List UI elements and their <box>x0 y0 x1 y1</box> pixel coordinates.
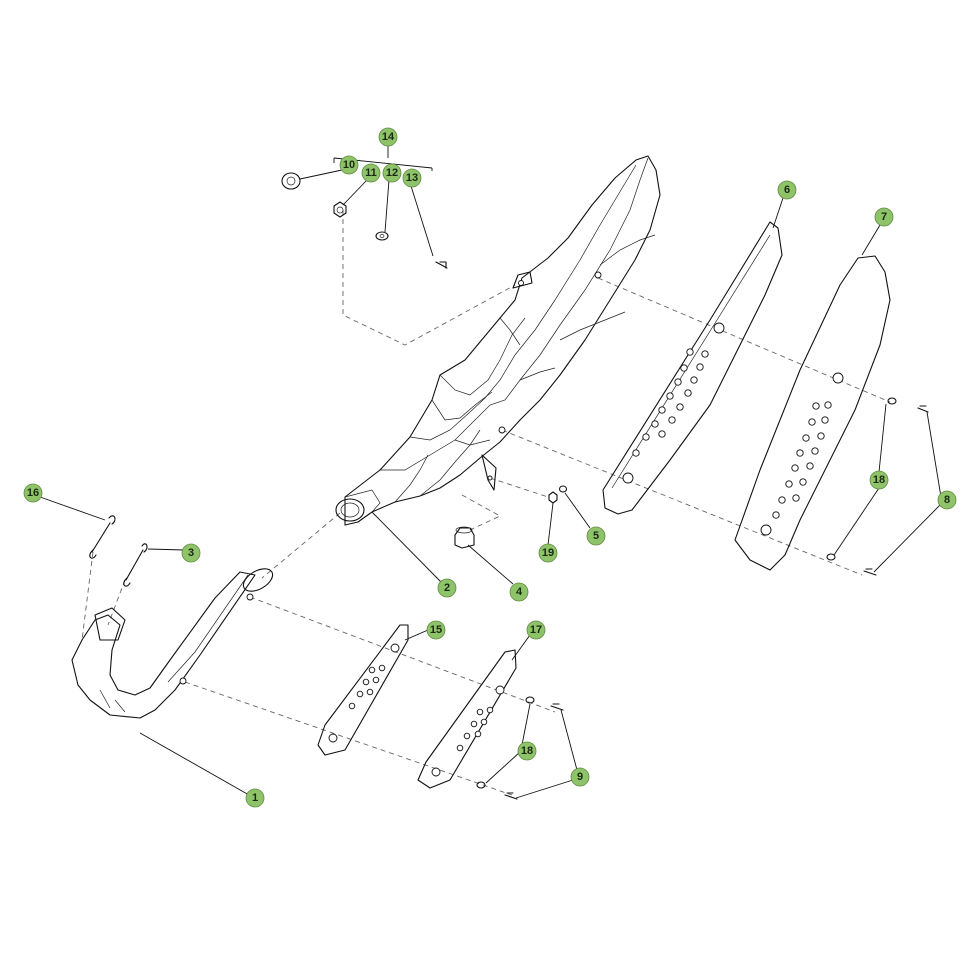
rubber-mount <box>454 526 475 549</box>
spring-3 <box>123 543 148 587</box>
svg-text:8: 8 <box>944 494 950 506</box>
callout-4[interactable]: 4 <box>509 582 529 602</box>
callout-18-top[interactable]: 18 <box>869 470 889 490</box>
muffler <box>335 155 661 526</box>
svg-text:18: 18 <box>873 474 885 486</box>
callout-13[interactable]: 13 <box>402 168 422 188</box>
svg-text:5: 5 <box>593 530 599 542</box>
svg-text:2: 2 <box>444 582 450 594</box>
svg-text:7: 7 <box>881 211 887 223</box>
callout-12[interactable]: 12 <box>382 163 402 183</box>
callout-1[interactable]: 1 <box>245 788 265 808</box>
svg-text:12: 12 <box>386 167 398 179</box>
leader-lines <box>39 137 942 799</box>
header-pipe <box>71 568 274 719</box>
assembly-lines <box>81 210 891 796</box>
svg-text:18: 18 <box>521 745 533 757</box>
spring-16 <box>89 515 116 559</box>
callout-3[interactable]: 3 <box>181 543 201 563</box>
svg-text:19: 19 <box>542 547 554 559</box>
callout-6[interactable]: 6 <box>777 180 797 200</box>
heat-shield-17 <box>417 649 517 789</box>
svg-text:10: 10 <box>343 159 355 171</box>
callout-17[interactable]: 17 <box>526 620 546 640</box>
callout-14[interactable]: 14 <box>378 127 398 147</box>
svg-text:1: 1 <box>252 792 258 804</box>
svg-text:6: 6 <box>784 184 790 196</box>
hardware <box>281 172 929 800</box>
callout-5[interactable]: 5 <box>586 526 606 546</box>
svg-text:17: 17 <box>530 624 542 636</box>
callout-11[interactable]: 11 <box>361 163 381 183</box>
svg-text:14: 14 <box>382 131 395 143</box>
svg-text:3: 3 <box>188 547 194 559</box>
heat-shield-7 <box>734 255 891 571</box>
svg-text:15: 15 <box>430 624 442 636</box>
heat-shield-15 <box>317 624 409 756</box>
heat-shield-6 <box>602 221 783 515</box>
callout-16[interactable]: 16 <box>23 483 43 503</box>
callout-18-bottom[interactable]: 18 <box>517 741 537 761</box>
svg-text:13: 13 <box>406 172 418 184</box>
svg-text:16: 16 <box>27 487 39 499</box>
callout-9[interactable]: 9 <box>570 767 590 787</box>
callout-19[interactable]: 19 <box>538 543 558 563</box>
svg-text:4: 4 <box>516 586 523 598</box>
callout-8[interactable]: 8 <box>937 490 957 510</box>
svg-text:11: 11 <box>365 167 377 179</box>
callout-2[interactable]: 2 <box>437 578 457 598</box>
callout-15[interactable]: 15 <box>426 620 446 640</box>
callouts: 1 2 3 4 5 6 7 8 9 10 11 12 13 14 15 16 1… <box>23 127 957 808</box>
callout-10[interactable]: 10 <box>339 155 359 175</box>
callout-7[interactable]: 7 <box>874 207 894 227</box>
svg-text:9: 9 <box>577 771 583 783</box>
